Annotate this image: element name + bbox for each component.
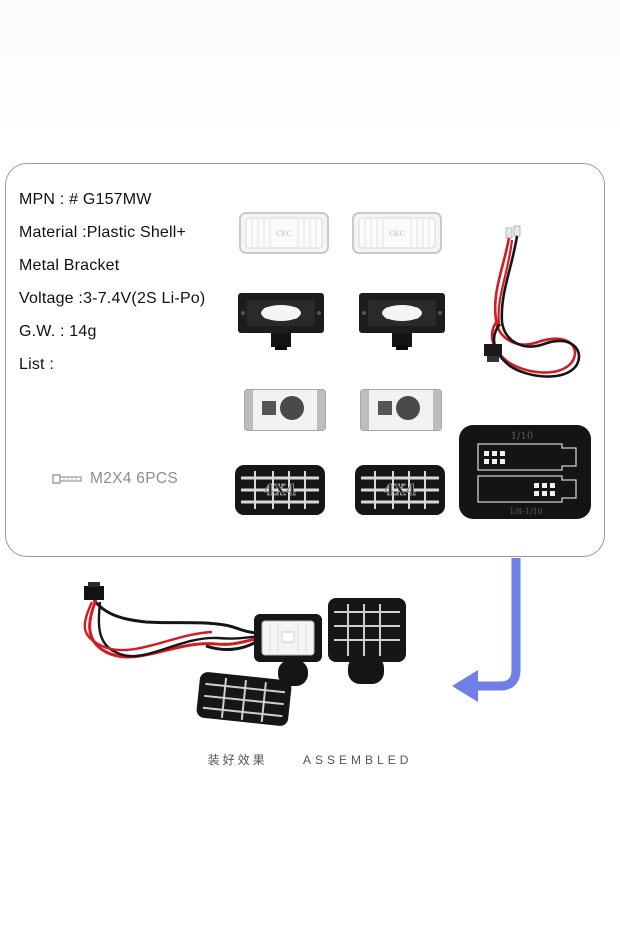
black-housing-image-right xyxy=(359,293,445,350)
top-background xyxy=(0,0,620,140)
assembly-arrow-icon xyxy=(452,558,521,702)
clear-lens-image-right: CEC xyxy=(352,212,442,254)
spec-material-continued: Metal Bracket xyxy=(19,257,120,274)
assembled-lights-image xyxy=(83,582,406,726)
decal-label-bottom: 1/8-1/10 xyxy=(509,507,543,516)
spec-list-heading: List : xyxy=(19,356,54,373)
spec-material: Material :Plastic Shell+ xyxy=(19,224,187,241)
lens-marking-left: CEC xyxy=(276,230,292,238)
clear-lens-image-left: CEC xyxy=(239,212,329,254)
screw-item: M2X4 6PCS xyxy=(52,469,178,489)
grille-badge-right: 4X4 xyxy=(384,481,417,499)
spec-mpn: MPN : # G157MW xyxy=(19,191,152,208)
metal-bracket-image-left xyxy=(244,389,326,431)
decal-sheet-image: 1/10 1/8-1/10 xyxy=(459,425,591,519)
product-spec-card: MPN : # G157MW Material :Plastic Shell+ … xyxy=(5,163,605,557)
metal-bracket-image-right xyxy=(360,389,442,431)
black-housing-image-left xyxy=(238,293,324,350)
led-wire-harness-image xyxy=(484,225,581,378)
lens-marking-right: CEC xyxy=(389,230,405,238)
caption-chinese: 装好效果 xyxy=(207,753,268,767)
grille-image-right: 4X4 xyxy=(355,465,445,515)
grille-image-left: 4X4 xyxy=(235,465,325,515)
spec-weight: G.W. : 14g xyxy=(19,323,97,340)
screw-icon xyxy=(52,474,82,484)
caption-english: ASSEMBLED xyxy=(303,753,413,767)
spec-voltage: Voltage :3-7.4V(2S Li-Po) xyxy=(19,290,206,307)
decal-label-top: 1/10 xyxy=(511,431,533,442)
grille-badge-left: 4X4 xyxy=(264,481,297,499)
assembled-caption: 装好效果 ASSEMBLED xyxy=(0,751,620,768)
screw-label: M2X4 6PCS xyxy=(90,470,178,487)
spec-list: MPN : # G157MW Material :Plastic Shell+ … xyxy=(19,188,249,386)
